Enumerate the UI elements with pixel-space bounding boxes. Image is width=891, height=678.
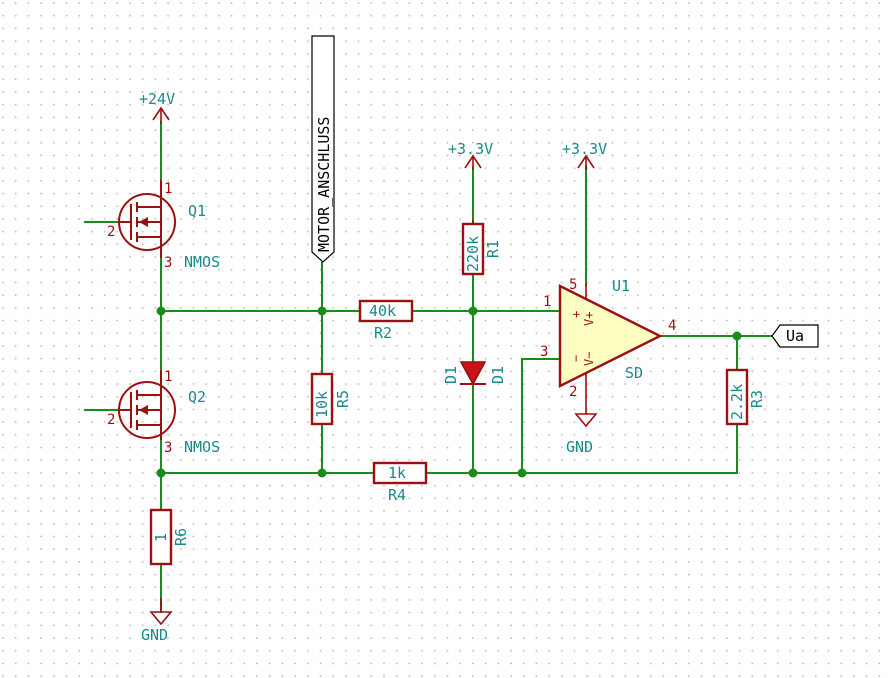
q1-pin2: 2 — [107, 224, 115, 240]
opamp-u1: 1 3 5 2 4 + − V+ V− U1 SD — [540, 277, 676, 400]
junction-dot — [732, 331, 742, 341]
ua-label-box — [771, 324, 819, 348]
label-motor-anschluss: MOTOR_ANSCHLUSS — [311, 35, 335, 263]
u1-pin2: 2 — [569, 384, 577, 400]
u1-plus-sign: + — [569, 311, 583, 318]
power-3v3-label: +3.3V — [448, 140, 493, 158]
gnd-label: GND — [566, 438, 593, 456]
junction-dot — [156, 468, 166, 478]
motor-label-box — [311, 35, 335, 263]
q2-ref: Q2 — [188, 388, 206, 406]
opamp-body — [558, 284, 663, 388]
power-24v-label: +24V — [139, 90, 175, 108]
junctions — [156, 306, 742, 478]
u1-ref: U1 — [612, 277, 630, 295]
u1-pin1: 1 — [543, 294, 551, 310]
u1-pin3: 3 — [540, 344, 548, 360]
r2-ref: R2 — [374, 324, 392, 342]
diode-d1: D1 D1 — [442, 361, 507, 386]
r3-value: 2.2k — [728, 384, 746, 420]
resistor-r1: 220k R1 — [461, 220, 502, 276]
r3-ref: R3 — [748, 390, 766, 408]
gnd-r6: GND — [141, 598, 173, 644]
resistor-r6: 1 R6 — [149, 508, 190, 566]
q1-ref: Q1 — [188, 202, 206, 220]
junction-dot — [156, 306, 166, 316]
power-24v: +24V — [139, 90, 175, 124]
junction-dot — [317, 468, 327, 478]
q2-pin1: 1 — [164, 369, 172, 385]
power-3v3-u1: +3.3V — [562, 140, 607, 170]
q1-value: NMOS — [184, 253, 220, 271]
label-ua: Ua — [771, 324, 819, 348]
junction-dot — [468, 306, 478, 316]
r2-value: 40k — [369, 302, 396, 320]
r6-ref: R6 — [172, 528, 190, 546]
ua-label-text: Ua — [786, 327, 804, 345]
r4-value: 1k — [388, 464, 406, 482]
d1-ref: D1 — [442, 366, 460, 384]
resistor-r2: 40k R2 — [358, 299, 414, 342]
q2-pin3: 3 — [164, 440, 172, 456]
resistor-r3: 2.2k R3 — [725, 368, 766, 426]
power-3v3-label: +3.3V — [562, 140, 607, 158]
q2-value: NMOS — [184, 438, 220, 456]
u1-pin5: 5 — [569, 277, 577, 293]
motor-label-text: MOTOR_ANSCHLUSS — [315, 117, 333, 252]
transistor-q1: 1 2 3 Q1 NMOS — [107, 180, 220, 271]
r1-ref: R1 — [484, 240, 502, 258]
r4-ref: R4 — [388, 486, 406, 504]
junction-dot — [468, 468, 478, 478]
power-3v3-r1: +3.3V — [448, 140, 493, 170]
gnd-label: GND — [141, 626, 168, 644]
r6-value: 1 — [152, 533, 170, 542]
junction-dot — [517, 468, 527, 478]
u1-value: SD — [625, 364, 643, 382]
wires — [84, 121, 773, 613]
resistor-r4: 1k R4 — [372, 461, 428, 504]
gnd-u1: GND — [566, 394, 598, 456]
u1-minus-sign: − — [569, 355, 583, 362]
q1-pin1: 1 — [164, 181, 172, 197]
r5-ref: R5 — [334, 390, 352, 408]
junction-dot — [317, 306, 327, 316]
u1-vplus: V+ — [582, 312, 596, 326]
q2-pin2: 2 — [107, 412, 115, 428]
u1-pin4: 4 — [668, 318, 676, 334]
r1-value: 220k — [464, 236, 482, 272]
d1-value: D1 — [489, 366, 507, 384]
transistor-q2: 1 2 3 Q2 NMOS — [107, 369, 220, 456]
diode-triangle — [459, 361, 487, 386]
r5-value: 10k — [313, 391, 331, 418]
resistor-r5: 10k R5 — [310, 372, 352, 426]
u1-vminus: V− — [582, 352, 596, 366]
q1-pin3: 3 — [164, 255, 172, 271]
